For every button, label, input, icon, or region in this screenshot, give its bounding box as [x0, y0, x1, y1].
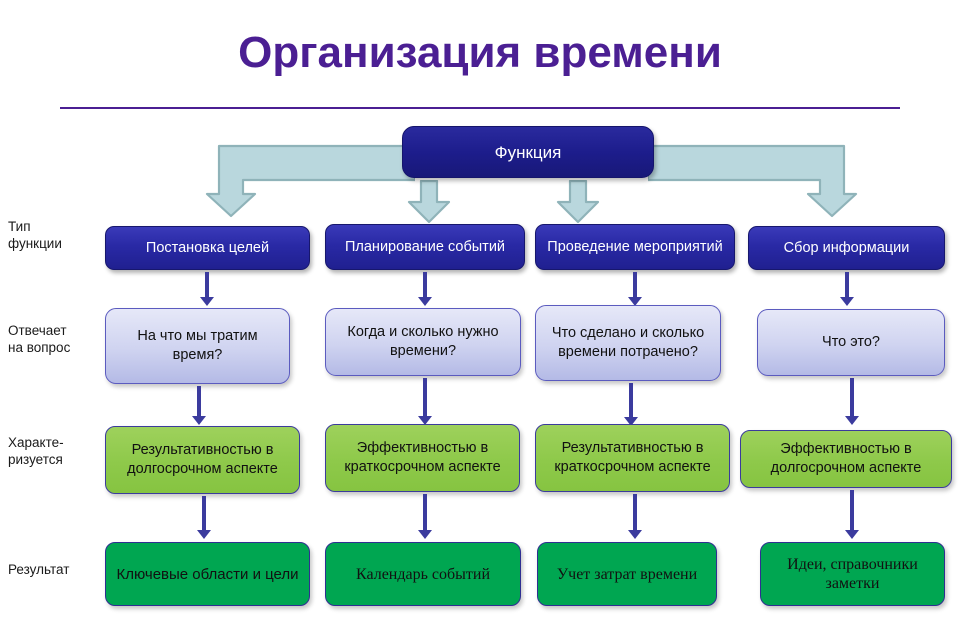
row-label-type: Тип функции [8, 218, 100, 252]
connector-col2-type-to-question [416, 272, 434, 306]
connector-col2-characterized-to-result [416, 494, 434, 540]
connector-col2-question-to-characterized [416, 378, 434, 426]
question-node-col3[interactable]: Что сделано и сколько времени потрачено? [535, 305, 721, 381]
connector-col4-characterized-to-result [843, 490, 861, 540]
result-node-col1[interactable]: Ключевые области и цели [105, 542, 310, 606]
type-node-col3[interactable]: Проведение мероприятий [535, 224, 735, 270]
question-node-col2[interactable]: Когда и сколько нужно времени? [325, 308, 521, 376]
question-node-col1[interactable]: На что мы тратим время? [105, 308, 290, 384]
connector-col1-type-to-question [198, 272, 216, 306]
result-node-col2[interactable]: Календарь событий [325, 542, 521, 606]
connector-col3-characterized-to-result [626, 494, 644, 540]
result-node-col3[interactable]: Учет затрат времени [537, 542, 717, 606]
characterized-node-col1[interactable]: Результативностью в долгосрочном аспекте [105, 426, 300, 494]
type-node-col1[interactable]: Постановка целей [105, 226, 310, 270]
root-node-function[interactable]: Функция [402, 126, 654, 178]
characterized-node-col4[interactable]: Эффективностью в долгосрочном аспекте [740, 430, 952, 488]
row-label-question: Отвечает на вопрос [8, 322, 100, 356]
row-label-question-line1: Отвечает [8, 323, 67, 338]
connector-col4-type-to-question [838, 272, 856, 306]
type-node-col2[interactable]: Планирование событий [325, 224, 525, 270]
title-divider [60, 107, 900, 109]
connector-col1-characterized-to-result [195, 496, 213, 540]
connector-col4-question-to-characterized [843, 378, 861, 426]
row-label-characterized-line1: Характе- [8, 435, 64, 450]
block-arrow-root-to-col1 [205, 142, 415, 220]
result-node-col4[interactable]: Идеи, справочники заметки [760, 542, 945, 606]
row-label-result-line1: Результат [8, 562, 70, 577]
row-label-result: Результат [8, 561, 100, 578]
block-arrow-root-to-col3 [556, 180, 600, 224]
block-arrow-root-to-col2 [407, 180, 451, 224]
row-label-type-line2: функции [8, 236, 62, 251]
block-arrow-root-to-col4 [648, 142, 858, 220]
page-title: Организация времени [238, 28, 722, 77]
connector-col3-question-to-characterized [622, 383, 640, 427]
characterized-node-col2[interactable]: Эффективностью в краткосрочном аспекте [325, 424, 520, 492]
row-label-characterized: Характе- ризуется [8, 434, 100, 468]
row-label-characterized-line2: ризуется [8, 452, 63, 467]
row-label-type-line1: Тип [8, 219, 31, 234]
type-node-col4[interactable]: Сбор информации [748, 226, 945, 270]
characterized-node-col3[interactable]: Результативностью в краткосрочном аспект… [535, 424, 730, 492]
connector-col1-question-to-characterized [190, 386, 208, 426]
row-label-question-line2: на вопрос [8, 340, 71, 355]
question-node-col4[interactable]: Что это? [757, 309, 945, 376]
connector-col3-type-to-question [626, 272, 644, 306]
